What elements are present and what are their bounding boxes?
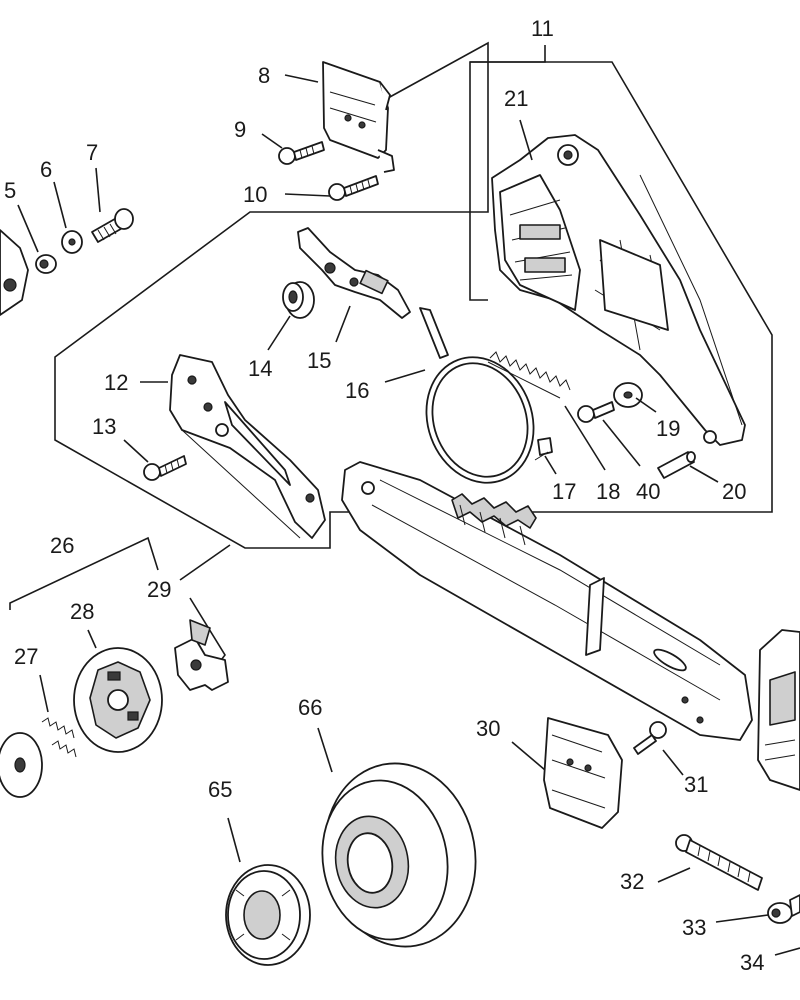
washer-part-left xyxy=(0,732,43,798)
screw-part-31 xyxy=(633,721,667,755)
guide-bar-part xyxy=(341,461,753,741)
callout-16: 16 xyxy=(345,378,369,403)
callout-29: 29 xyxy=(147,577,171,602)
bumper-plate-part xyxy=(322,61,395,173)
callout-30: 30 xyxy=(476,716,500,741)
callout-9: 9 xyxy=(234,117,246,142)
clutch-hub-part xyxy=(174,619,229,691)
nut-part-33 xyxy=(767,894,800,924)
collar-part xyxy=(282,281,315,319)
guide-plate-part xyxy=(543,717,623,829)
clutch-drum-part xyxy=(321,762,477,948)
callout-labels: 5 6 7 8 9 10 11 21 12 13 14 15 16 17 18 … xyxy=(4,16,764,975)
washer-part-6 xyxy=(61,230,83,254)
callout-17: 17 xyxy=(552,479,576,504)
callout-27: 27 xyxy=(14,644,38,669)
assembly-outline-11 xyxy=(54,41,773,549)
callout-12: 12 xyxy=(104,370,128,395)
pin-part-20 xyxy=(657,451,696,479)
callout-8: 8 xyxy=(258,63,270,88)
callout-66: 66 xyxy=(298,695,322,720)
callout-18: 18 xyxy=(596,479,620,504)
callout-26: 26 xyxy=(50,533,74,558)
callout-11: 11 xyxy=(531,16,554,41)
callout-20: 20 xyxy=(722,479,746,504)
screw-part-13 xyxy=(143,455,187,481)
callout-28: 28 xyxy=(70,599,94,624)
tension-screw-part xyxy=(675,834,763,891)
callout-7: 7 xyxy=(86,140,98,165)
callout-19: 19 xyxy=(656,416,680,441)
callout-31: 31 xyxy=(684,772,708,797)
callout-40: 40 xyxy=(636,479,660,504)
washer-part-19 xyxy=(613,382,643,408)
callout-34: 34 xyxy=(740,950,764,975)
saw-chain-part xyxy=(451,493,537,546)
clutch-edge-part xyxy=(0,229,29,316)
callout-32: 32 xyxy=(620,869,644,894)
chain-tensioner-plate-part xyxy=(297,227,411,319)
screw-part-40 xyxy=(577,401,615,423)
callout-5: 5 xyxy=(4,178,16,203)
callout-10: 10 xyxy=(243,182,267,207)
chain-guide-plate-part xyxy=(169,354,326,539)
callout-33: 33 xyxy=(682,915,706,940)
screw-part-9 xyxy=(278,141,325,165)
clutch-spring-part xyxy=(41,717,77,758)
bolt-part-7 xyxy=(91,208,134,243)
collar-part-5 xyxy=(35,254,57,274)
leader-lines xyxy=(17,74,800,956)
pin-part-17 xyxy=(534,437,553,461)
spring-part-18 xyxy=(487,351,571,399)
callout-6: 6 xyxy=(40,157,52,182)
callout-13: 13 xyxy=(92,414,116,439)
screw-part-10 xyxy=(328,175,379,201)
callout-21: 21 xyxy=(504,86,528,111)
sprocket-part xyxy=(225,864,311,966)
callout-15: 15 xyxy=(307,348,331,373)
brake-band-part xyxy=(419,307,535,484)
callout-14: 14 xyxy=(248,356,272,381)
guide-bar-cover-part xyxy=(491,134,746,446)
clutch-shoe-part xyxy=(73,647,163,753)
sprocket-cover-edge-part xyxy=(757,629,800,791)
callout-65: 65 xyxy=(208,777,232,802)
